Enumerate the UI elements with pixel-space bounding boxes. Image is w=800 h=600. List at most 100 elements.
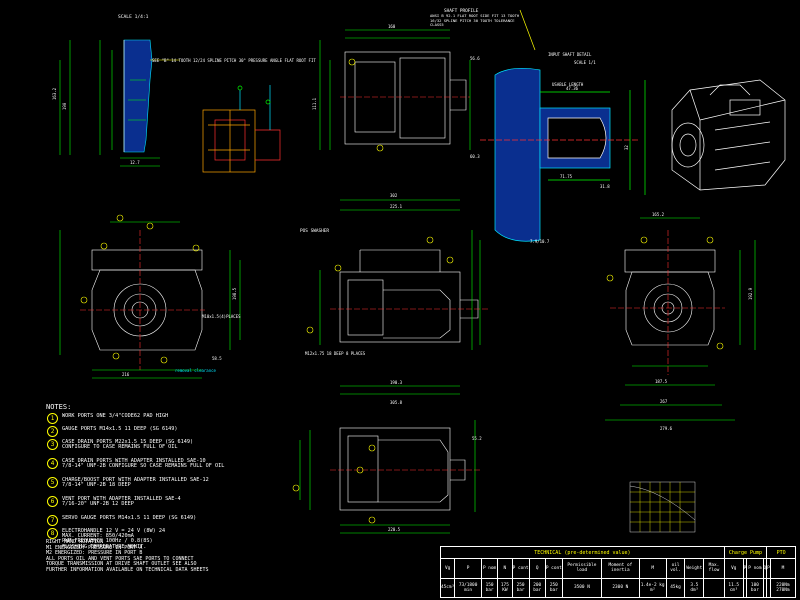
table-cell: 3500 N [561, 577, 603, 599]
hydraulic-schematic [202, 85, 281, 173]
table-header-cell: oil vol. [665, 558, 686, 579]
table-header-cell: Moment of inertia [601, 558, 640, 579]
dim-25: 60.3 [470, 154, 480, 159]
isometric-pump-preview [671, 79, 786, 191]
note-number: 5 [47, 477, 58, 488]
note-number: 1 [47, 413, 58, 424]
dim-15: 198.5 [232, 287, 237, 300]
table-cell [703, 577, 725, 599]
performance-graph [629, 481, 696, 533]
table-cell: 250 bar [544, 577, 563, 599]
top-side-view [319, 29, 471, 150]
table-title: TECHNICAL (pre-determined value) [440, 545, 725, 560]
shaft-section-view [480, 9, 646, 242]
rotation-note-line: TORQUE TRANSMISSION AT DRIVE SHAFT OUTLE… [46, 561, 197, 568]
table-header-cell: P nom [746, 558, 764, 579]
pos-swasher-label: POS SWASHER [300, 228, 329, 234]
table-cell: 2300 N [601, 577, 640, 599]
dim-21: 220.5 [388, 527, 401, 532]
m10-thread-label: M10x1.5(4)PLACES [202, 314, 241, 319]
removal-clearance-label: removal clearance [175, 368, 217, 373]
note-line: SERVO GAUGE PORTS M14x1.5 11 DEEP (SG 61… [62, 515, 197, 521]
table-header-cell: P nom [480, 558, 499, 579]
bottom-side-view [299, 420, 480, 534]
table-cell: 1.4e-2 kg m² [638, 577, 667, 599]
technical-table: TECHNICAL (pre-determined value) Charge … [439, 545, 797, 599]
dim-4: 160 [388, 24, 396, 29]
front-view-right [605, 217, 756, 421]
note-number: 7 [47, 515, 58, 526]
rotation-note-line: M1 ENERGIZED: PRESSURE IN PORT A [46, 544, 143, 551]
note-line: 7/16-20" UNF-2B 12 DEEP [62, 501, 134, 508]
note-item: 7 SERVO GAUGE PORTS M14x1.5 11 DEEP (SG 6… [46, 515, 426, 529]
dim-19: 279.6 [660, 426, 673, 431]
rotation-note-line: M2 ENERGIZED: PRESSURE IN PORT B [46, 550, 143, 557]
rotation-note-line: RIGHT HAND ROTATION [46, 539, 104, 545]
dim-17: 187.5 [655, 379, 668, 384]
note-number: 8 [47, 528, 58, 539]
note-line: GAUGE PORTS M14x1.5 11 DEEP (SG 6149) [62, 426, 178, 432]
note-line: WORK PORTS ONE 3/4"CODE62 PAD HIGH [62, 413, 169, 419]
notes-block: NOTES: 1 WORK PORTS ONE 3/4"CODE62 PAD HI… [46, 404, 426, 560]
table-header-cell: P cont [544, 558, 563, 579]
usable-length-label: USABLE LENGTH [552, 82, 584, 87]
dimension-labels: 163.2 190 12.7 160 111.1 47.36 71.75 32 … [52, 24, 753, 532]
dim-23: 58.5 [212, 356, 222, 361]
table-cell: 175 KW [497, 577, 513, 599]
table-header-cell: M [638, 558, 667, 579]
shaft-callout-text: SEE "B" 14 TOOTH 12/24 SPLINE PITCH 30° … [152, 58, 316, 63]
table-header-cell: P [454, 558, 482, 579]
dim-9: 7.9/10.7 [530, 239, 550, 244]
table-header-cell: Q [528, 558, 546, 579]
dim-22: 55.2 [472, 436, 482, 441]
dim-16: 165.2 [652, 212, 665, 217]
table-cell: 220Nm 270Nm [769, 577, 797, 599]
note-line: 7/8-14" UNF-2B 18 DEEP [62, 482, 131, 489]
dim-8: 32 [624, 145, 629, 150]
table-cell: 45cm³ [439, 577, 456, 599]
scale-detail-label: SCALE 1/1 [574, 60, 596, 65]
table-cell: 73/1800 min [454, 577, 482, 599]
shaft-profile-title: SHAFT PROFILE [444, 8, 479, 14]
thread-label-text: M12x1.75 18 DEEP 8 PLACES [305, 351, 366, 356]
note-line: MAX. CURRENT: 850/420mA [62, 533, 134, 540]
note-number: 4 [47, 458, 58, 469]
dim-1: 163.2 [52, 87, 57, 100]
port-callouts [80, 58, 724, 524]
dim-14: 216 [122, 372, 130, 377]
shaft-profile-box: ANSI B 92.1 FLAT ROOT SIDE FIT 13 TOOTH … [430, 14, 519, 27]
table-cell: 200 bar [528, 577, 546, 599]
dim-20: 192.9 [748, 287, 753, 300]
notes-heading: NOTES: [46, 403, 72, 411]
notes-list: 1 WORK PORTS ONE 3/4"CODE62 PAD HIGH 2 GAUG… [46, 413, 426, 560]
table-header-cell: Vg [723, 558, 744, 579]
dim-7: 71.75 [560, 174, 573, 179]
note-item: 1 WORK PORTS ONE 3/4"CODE62 PAD HIGH [46, 413, 426, 427]
table-cell: 11.5 cm³ [723, 577, 744, 599]
note-line: FLUSHING TEMPERATURE MONIT. [62, 543, 147, 550]
dim-26: 31.8 [600, 184, 610, 189]
note-number: 6 [47, 496, 58, 507]
note-line: VENT PORT WITH ADAPTER INSTALLED SAE-4 [62, 496, 181, 502]
note-line: PWM FREQUENCY 100Hz / 0.8(8S) [62, 538, 153, 545]
note-number: 2 [47, 426, 58, 437]
dim-24: 56.6 [470, 56, 480, 61]
scale-left-label: SCALE 1/4:1 [118, 14, 149, 20]
rotation-note-line: ALL PORTS OIL AND VENT PORTS SAE PORTS T… [46, 555, 194, 562]
table-header-cell: Max. flow [703, 558, 725, 579]
table-header-cell: Weight [684, 558, 705, 579]
table-pto-title: PTO [766, 545, 796, 560]
note-number: 3 [47, 439, 58, 450]
table-header-cell: Permissible load [561, 558, 603, 579]
table-cell: 3.5 dm³ [684, 577, 705, 599]
shaft-callout: SEE "B" 14 TOOTH 12/24 SPLINE PITCH 30° … [152, 58, 316, 63]
dim-3: 12.7 [130, 160, 140, 165]
